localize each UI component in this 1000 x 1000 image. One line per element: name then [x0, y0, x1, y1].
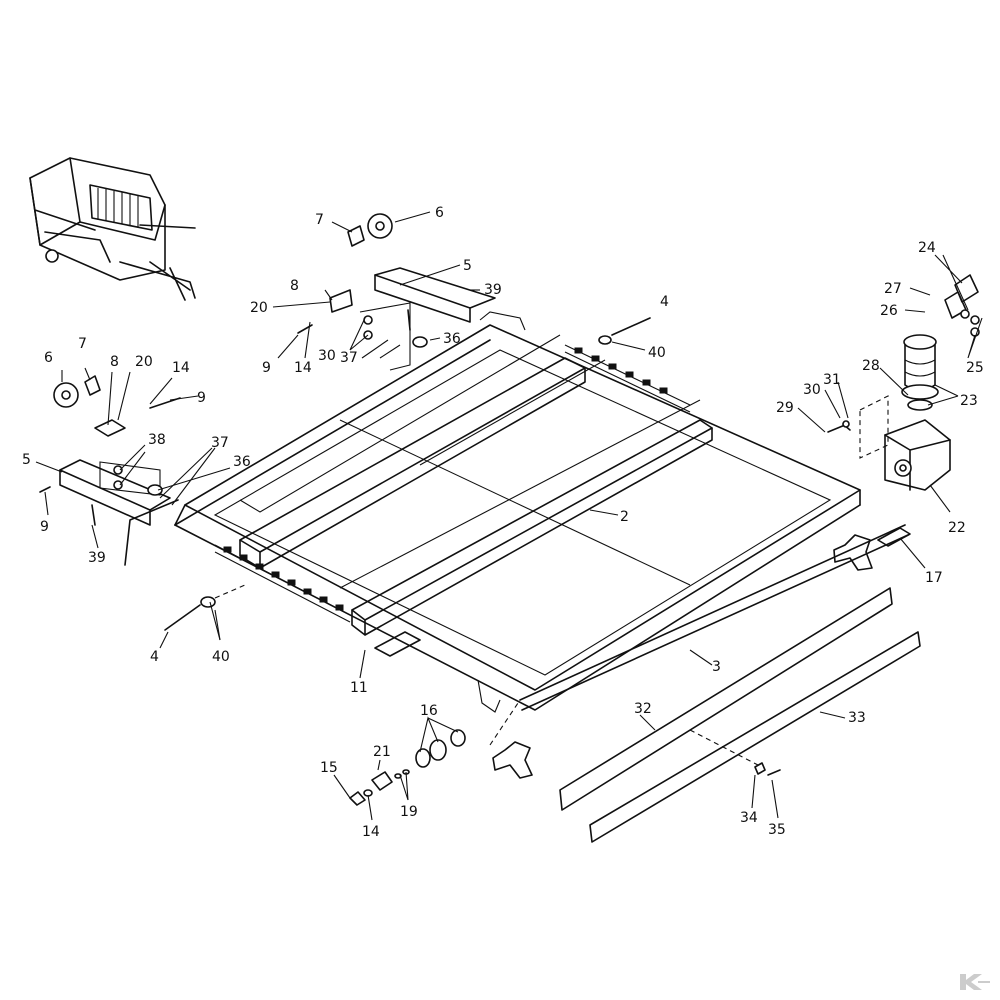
callout-14-bottom: 14	[362, 824, 380, 840]
callout-labels: 2 3 4 4 5 5 6 6 7 7 8 8 9 9 9 11 14 14 1…	[22, 205, 984, 840]
loose-hardware	[164, 317, 781, 806]
callout-36-top: 36	[443, 331, 461, 347]
bolt-4-left	[164, 604, 201, 631]
machine-overview-inset	[29, 157, 196, 301]
drive-shaft	[489, 524, 911, 779]
callout-9-top: 9	[262, 360, 271, 376]
callout-26: 26	[880, 303, 898, 319]
callout-20-top: 20	[250, 300, 268, 316]
callout-5-top: 5	[463, 258, 472, 274]
washer-40-left	[200, 596, 216, 608]
callout-6-left: 6	[44, 350, 53, 366]
callout-22: 22	[948, 520, 966, 536]
callout-21: 21	[373, 744, 391, 760]
upper-bracket-group	[297, 213, 496, 371]
callout-9-right: 9	[197, 390, 206, 406]
callout-23: 23	[960, 393, 978, 409]
washer-40-right	[598, 335, 612, 345]
callout-3: 3	[712, 659, 721, 675]
callout-7-left: 7	[78, 336, 87, 352]
callout-4-right: 4	[660, 294, 669, 310]
callout-3-top: 30	[318, 348, 336, 364]
callout-7-top: 7	[315, 212, 324, 228]
callout-14-left: 14	[172, 360, 190, 376]
callout-5-left: 5	[22, 452, 31, 468]
callout-33: 33	[848, 710, 866, 726]
sprocket-rear-icon	[833, 534, 873, 571]
guide-strips	[559, 587, 921, 843]
chain-link-11	[374, 631, 421, 657]
callout-8-left: 8	[110, 354, 119, 370]
callout-19: 19	[400, 804, 418, 820]
bolt-4-right	[611, 317, 651, 336]
callout-34: 34	[740, 810, 758, 826]
callout-9-left: 9	[40, 519, 49, 535]
callout-15: 15	[320, 760, 338, 776]
callout-35: 35	[768, 822, 786, 838]
callout-6-top: 6	[435, 205, 444, 221]
brand-k-logo-icon	[960, 974, 990, 990]
callout-14-top: 14	[294, 360, 312, 376]
main-frame	[124, 311, 861, 713]
callout-16: 16	[420, 703, 438, 719]
leader-lines	[35, 211, 983, 821]
callout-32: 32	[634, 701, 652, 717]
callout-11: 11	[350, 680, 368, 696]
cross-bars	[239, 357, 713, 636]
left-bracket-group	[39, 375, 181, 526]
callout-2: 2	[620, 509, 629, 525]
bushing-7-left	[84, 375, 101, 396]
callout-8-top: 8	[290, 278, 299, 294]
callout-40-right: 40	[648, 345, 666, 361]
callout-17: 17	[925, 570, 943, 586]
gearbox-assembly	[827, 274, 980, 491]
callout-27: 27	[884, 281, 902, 297]
callout-39-left: 39	[88, 550, 106, 566]
chains	[214, 344, 691, 657]
callout-31: 31	[823, 372, 841, 388]
callout-29: 29	[776, 400, 794, 416]
callout-30: 30	[803, 382, 821, 398]
callout-36-left: 36	[233, 454, 251, 470]
callout-28: 28	[862, 358, 880, 374]
callout-4-left: 4	[150, 649, 159, 665]
callout-24: 24	[918, 240, 936, 256]
bushing-7-top	[347, 225, 365, 247]
callout-37-left: 37	[211, 435, 229, 451]
callout-20-left: 20	[135, 354, 153, 370]
callout-40-left: 40	[212, 649, 230, 665]
callout-39-top: 39	[484, 282, 502, 298]
callout-37-top: 37	[340, 350, 358, 366]
sprocket-front-icon	[492, 741, 533, 779]
callout-38: 38	[148, 432, 166, 448]
callout-25: 25	[966, 360, 984, 376]
inset-wheel-icon	[45, 249, 59, 263]
